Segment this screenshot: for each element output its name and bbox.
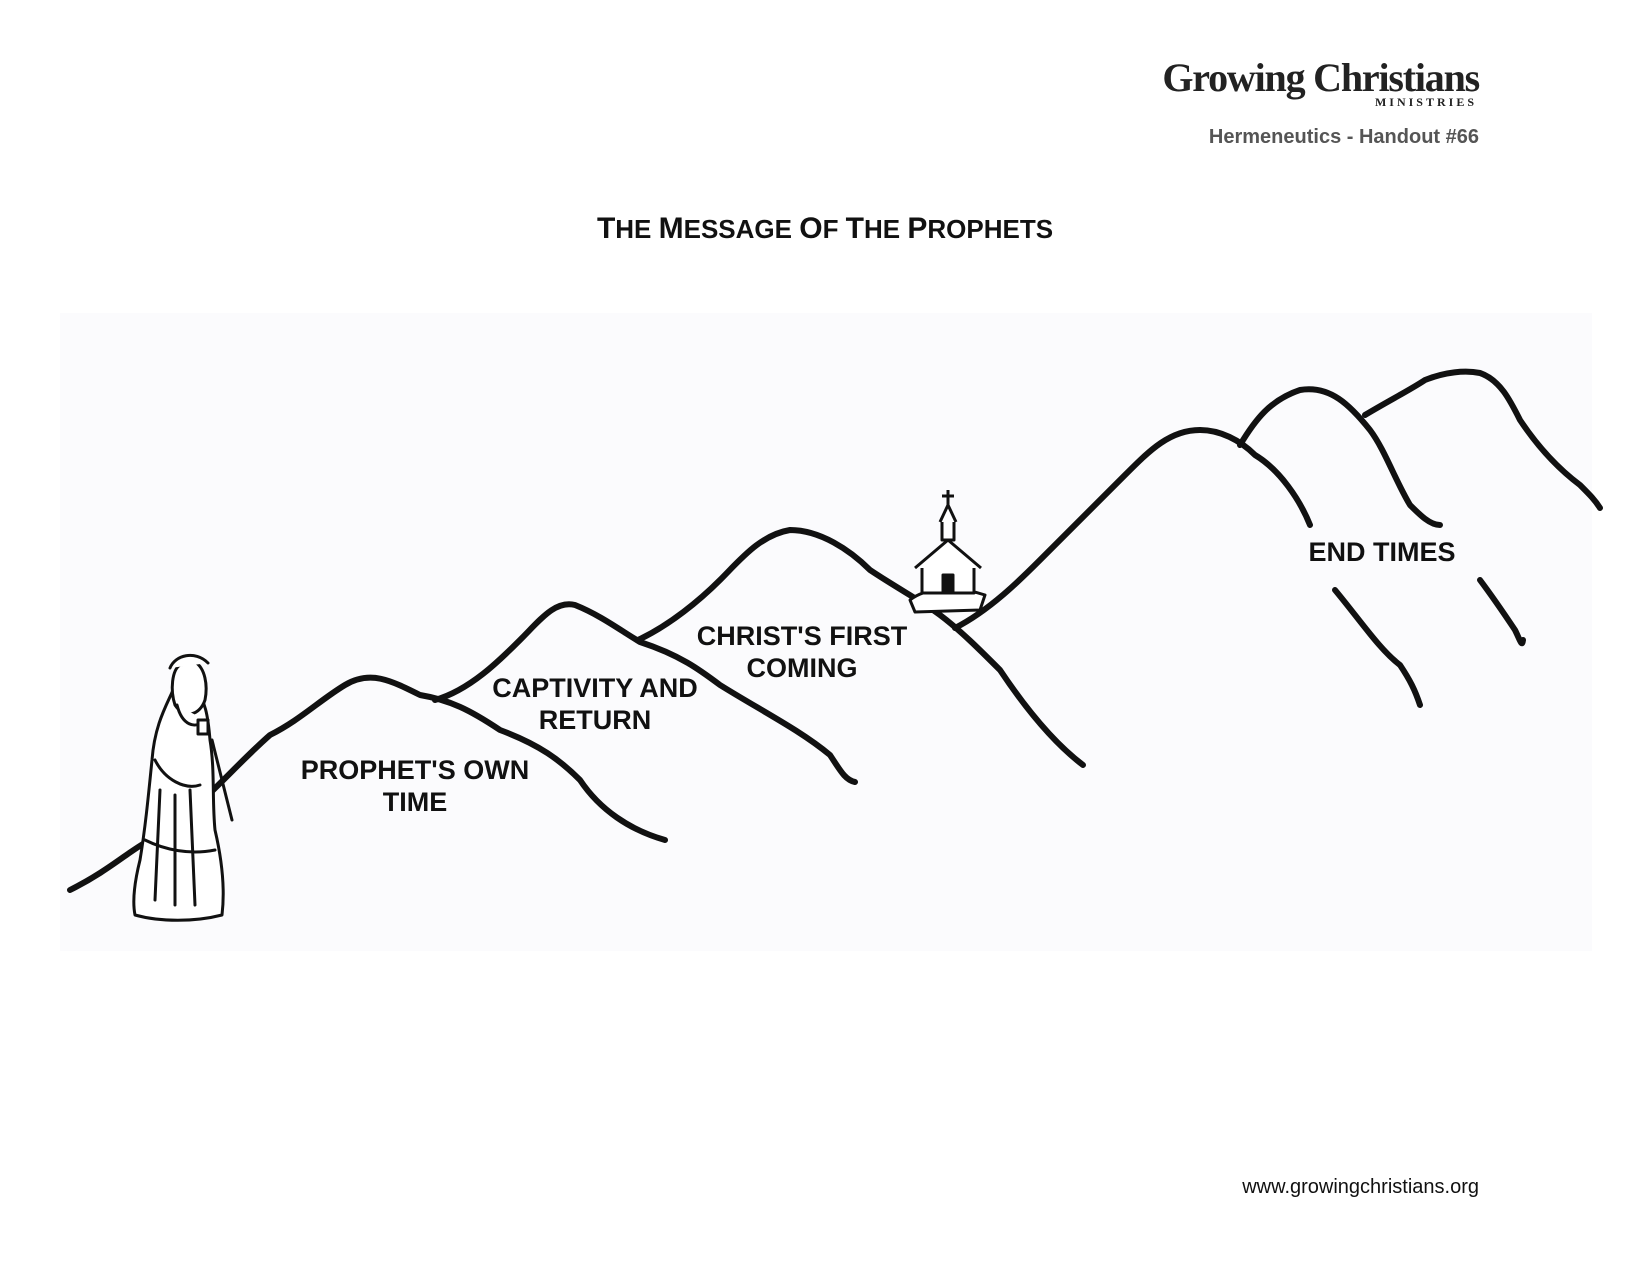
church-icon bbox=[908, 490, 987, 614]
mountain-end-times-left-lower bbox=[1332, 587, 1423, 708]
label-prophets-own-time-line1: PROPHET'S OWN bbox=[301, 755, 529, 785]
label-christs-first-coming-line2: COMING bbox=[747, 653, 858, 683]
ministry-logo: Growing Christians MINISTRIES bbox=[1162, 55, 1480, 109]
label-captivity-line1: CAPTIVITY AND bbox=[492, 673, 698, 703]
handout-number: Hermeneutics - Handout #66 bbox=[1208, 126, 1479, 148]
mountain-end-times-right-lower bbox=[1477, 577, 1526, 647]
diagram-labels: PROPHET'S OWN TIME CAPTIVITY AND RETURN … bbox=[301, 537, 1456, 817]
label-christs-first-coming-line1: CHRIST'S FIRST bbox=[697, 621, 908, 651]
mountain-end-times-right bbox=[1362, 368, 1603, 511]
prophet-figure-icon bbox=[132, 653, 234, 922]
logo-subtitle: MINISTRIES bbox=[1374, 95, 1477, 109]
website-url: www.growingchristians.org bbox=[1242, 1176, 1479, 1198]
label-captivity-line2: RETURN bbox=[539, 705, 652, 735]
label-prophets-own-time-line2: TIME bbox=[383, 787, 448, 817]
mountain-christs-first-coming bbox=[635, 527, 1086, 768]
page-title: THE MESSAGE OF THE PROPHETS bbox=[596, 212, 1054, 245]
label-end-times: END TIMES bbox=[1308, 537, 1455, 567]
logo-wordmark: Growing Christians bbox=[1162, 55, 1480, 100]
mountain-fourth bbox=[952, 427, 1313, 631]
diagram-background bbox=[60, 313, 1592, 951]
mountain-end-times-left bbox=[1237, 386, 1443, 528]
